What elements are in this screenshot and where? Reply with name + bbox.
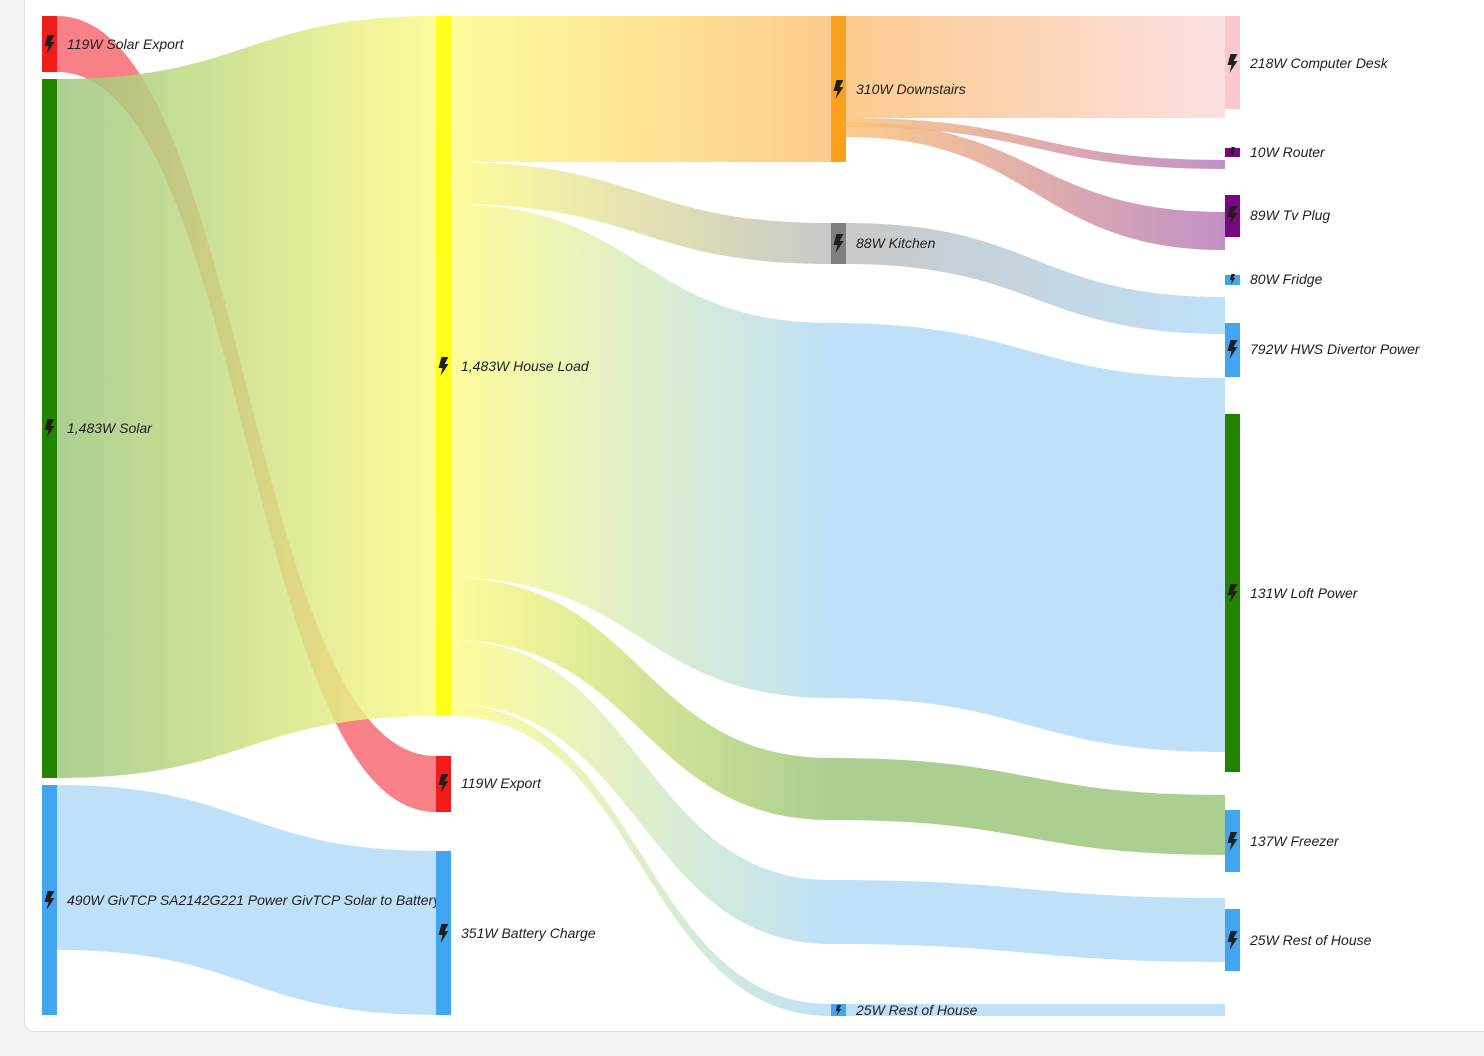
link-house-load-to-kitchen bbox=[451, 162, 831, 264]
node-label: 25W Rest of House bbox=[1249, 932, 1372, 948]
link-house-load-to-loft bbox=[451, 578, 831, 820]
link-downstairs-to-tv-plug bbox=[846, 122, 1225, 250]
link-hws-continuation bbox=[831, 323, 1225, 752]
links-layer bbox=[57, 16, 1225, 1016]
node-loft[interactable]: 131W Loft Power bbox=[1225, 414, 1359, 772]
node-rest-house[interactable]: 25W Rest of House bbox=[1225, 909, 1372, 971]
lightning-bolt-icon bbox=[438, 774, 449, 793]
energy-sankey-card: 119W Solar Export 1,483W Solar 490W GivTCP… bbox=[24, 0, 1484, 1032]
lightning-bolt-icon bbox=[44, 35, 55, 54]
node-label: 10W Router bbox=[1250, 144, 1326, 160]
lightning-bolt-icon bbox=[1227, 931, 1238, 950]
node-kitchen[interactable]: 88W Kitchen bbox=[831, 223, 936, 264]
node-label: 89W Tv Plug bbox=[1250, 207, 1330, 223]
node-battery-charge[interactable]: 351W Battery Charge bbox=[436, 851, 596, 1015]
flash-auto-icon bbox=[1227, 340, 1238, 359]
node-computer-desk[interactable]: 218W Computer Desk bbox=[1225, 16, 1389, 109]
node-label: 792W HWS Divertor Power bbox=[1250, 341, 1421, 357]
lightning-bolt-icon bbox=[835, 1005, 842, 1016]
node-battery-src[interactable]: 490W GivTCP SA2142G221 Power GivTCP Sola… bbox=[42, 785, 441, 1015]
link-battery-src-to-battery-charge bbox=[57, 785, 436, 1015]
link-downstairs-to-computer-desk bbox=[846, 16, 1225, 118]
node-label: 137W Freezer bbox=[1250, 833, 1340, 849]
node-label: 218W Computer Desk bbox=[1249, 55, 1389, 71]
node-label: 119W Export bbox=[461, 775, 542, 791]
link-kitchen-to-fridge bbox=[846, 223, 1225, 334]
node-label: 1,483W Solar bbox=[67, 420, 153, 436]
node-label: 88W Kitchen bbox=[856, 235, 936, 251]
lightning-bolt-icon bbox=[1229, 274, 1236, 285]
node-label: 1,483W House Load bbox=[461, 358, 590, 374]
node-label: 351W Battery Charge bbox=[461, 925, 596, 941]
link-solar-to-house-load bbox=[57, 16, 436, 778]
node-downstairs[interactable]: 310W Downstairs bbox=[831, 16, 966, 162]
node-router[interactable]: 10W Router bbox=[1225, 144, 1326, 160]
energy-sankey-diagram: 119W Solar Export 1,483W Solar 490W GivTCP… bbox=[42, 16, 1421, 1018]
node-label: 119W Solar Export bbox=[67, 36, 185, 52]
lightning-bolt-icon bbox=[1227, 584, 1238, 603]
lightning-bolt-icon bbox=[438, 924, 449, 943]
node-solar-export[interactable]: 119W Solar Export bbox=[42, 16, 185, 72]
lightning-bolt-icon bbox=[44, 419, 55, 438]
lightning-bolt-icon bbox=[1227, 832, 1238, 851]
nodes-layer: 119W Solar Export 1,483W Solar 490W GivTCP… bbox=[42, 16, 1421, 1018]
node-solar[interactable]: 1,483W Solar bbox=[42, 79, 153, 778]
link-loft-continuation bbox=[831, 758, 1225, 855]
link-rest-house-mid-continuation bbox=[831, 1004, 1225, 1016]
lightning-bolt-icon bbox=[1227, 54, 1238, 73]
lightning-bolt-icon bbox=[1229, 147, 1236, 158]
lightning-bolt-icon bbox=[833, 80, 844, 99]
node-label: 25W Rest of House bbox=[855, 1002, 978, 1018]
node-fridge[interactable]: 80W Fridge bbox=[1225, 271, 1323, 287]
node-house-load[interactable]: 1,483W House Load bbox=[436, 16, 590, 716]
lightning-bolt-icon bbox=[1227, 206, 1238, 225]
node-freezer[interactable]: 137W Freezer bbox=[1225, 810, 1340, 872]
node-label: 80W Fridge bbox=[1250, 271, 1323, 287]
link-house-load-to-downstairs bbox=[451, 16, 831, 162]
link-rest-house-continuation bbox=[831, 880, 1225, 962]
link-downstairs-to-router bbox=[846, 118, 1225, 169]
node-hws[interactable]: 792W HWS Divertor Power bbox=[1225, 323, 1421, 377]
lightning-bolt-icon bbox=[833, 234, 844, 253]
lightning-bolt-icon bbox=[438, 357, 449, 376]
link-house-load-to-rest-house-mid bbox=[451, 704, 831, 1016]
node-label: 490W GivTCP SA2142G221 Power GivTCP Sola… bbox=[67, 892, 441, 908]
lightning-bolt-icon bbox=[44, 891, 55, 910]
node-label: 131W Loft Power bbox=[1250, 585, 1359, 601]
node-export[interactable]: 119W Export bbox=[436, 756, 542, 812]
node-label: 310W Downstairs bbox=[856, 81, 966, 97]
link-house-load-to-rest-house bbox=[451, 640, 831, 944]
link-house-load-to-hws bbox=[451, 204, 831, 698]
node-tv-plug[interactable]: 89W Tv Plug bbox=[1225, 195, 1330, 237]
node-rest-house-mid[interactable]: 25W Rest of House bbox=[831, 1002, 978, 1018]
